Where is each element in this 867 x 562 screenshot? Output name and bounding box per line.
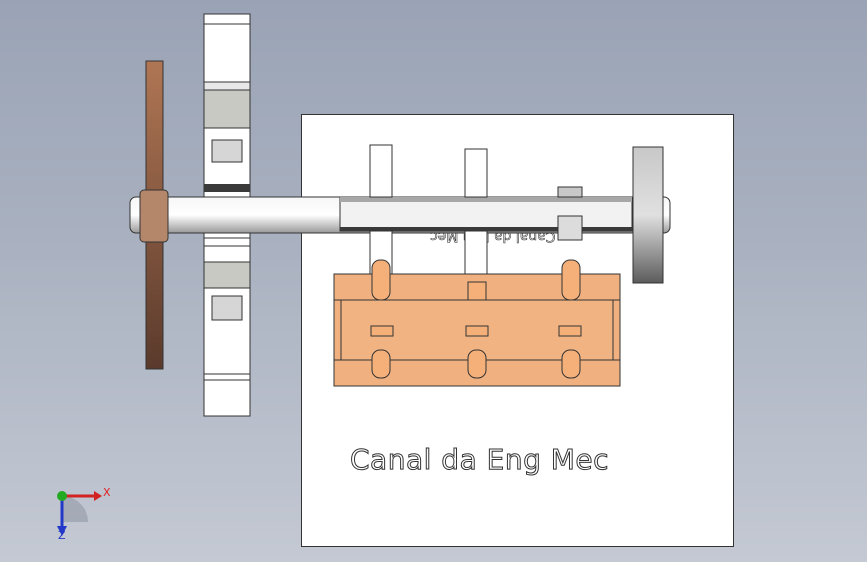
z-axis-head — [57, 526, 67, 536]
sleeve-bottom-edge — [340, 227, 632, 231]
rod-middle[interactable] — [464, 148, 488, 198]
axis-triad[interactable] — [48, 482, 118, 544]
rod-middle-lower — [464, 230, 488, 278]
axis-z-label: Z — [58, 529, 66, 542]
follower-middle[interactable] — [465, 281, 489, 379]
follower-right[interactable] — [558, 259, 582, 379]
axis-x-label: X — [103, 486, 111, 499]
x-axis-head — [94, 491, 102, 501]
sleeve-top-edge — [340, 197, 632, 202]
key-block-bottom[interactable] — [557, 215, 583, 241]
follower-left[interactable] — [370, 259, 394, 379]
copper-hub — [139, 189, 169, 243]
rod-left[interactable] — [369, 144, 393, 198]
model-label: Canal da Eng Mec — [349, 443, 610, 477]
end-cylinder[interactable] — [632, 146, 664, 284]
triad-shadow — [62, 496, 88, 522]
key-block-top[interactable] — [557, 186, 583, 198]
y-axis-dot — [57, 491, 67, 501]
sliding-sleeve[interactable] — [339, 196, 633, 232]
